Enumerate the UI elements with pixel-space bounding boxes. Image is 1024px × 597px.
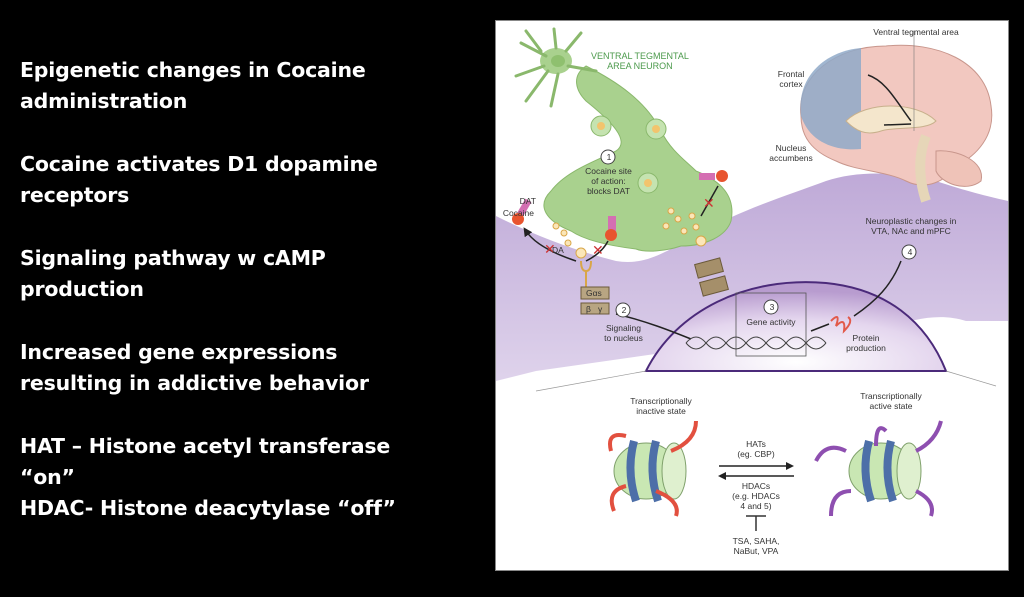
- dat-transporters: [512, 170, 728, 241]
- cocaine-label: Cocaine: [502, 208, 534, 218]
- gamma-label: γ: [598, 304, 603, 314]
- step4-label: Neuroplastic changes in VTA, NAc and mPF…: [865, 216, 957, 236]
- brain-vta-label: Ventral tegmental area: [873, 27, 959, 37]
- figure-artwork: ✕ ✕ ✕: [496, 27, 1008, 531]
- inactive-state-label: Transcriptionally inactive state: [630, 396, 692, 416]
- bullet-hat: HAT – Histone acetyl transferase “on”: [20, 434, 391, 489]
- brain-illustration: [800, 31, 993, 203]
- bullet-gene-expression: Increased gene expressions resulting in …: [20, 340, 369, 395]
- brain-frontal-label: Frontal cortex: [777, 69, 805, 89]
- bullet-epigenetic-changes: Epigenetic changes in Cocaine administra…: [20, 58, 366, 113]
- step2-label: Signaling to nucleus: [604, 323, 643, 343]
- nucleosome-active: [814, 420, 943, 517]
- dopamine-vesicles: [552, 207, 707, 259]
- g-protein-complex: [580, 257, 729, 315]
- step4-number: 4: [907, 247, 913, 257]
- step1-label: Cocaine site of action: blocks DAT: [585, 166, 632, 196]
- neuron-title: VENTRAL TEGMENTAL AREA NEURON: [591, 51, 689, 71]
- step3-label: Gene activity: [746, 317, 796, 327]
- blocked-x-top: ✕: [703, 195, 715, 211]
- blocked-x-right: ✕: [592, 242, 604, 258]
- hats-label: HATs (eg. CBP): [737, 439, 775, 459]
- dat-label: DAT: [519, 196, 536, 206]
- inhibitors-label: TSA, SAHA, NaBut, VPA: [732, 536, 780, 556]
- blocked-x-left: ✕: [544, 241, 556, 257]
- nucleus: [644, 281, 948, 372]
- perspective-line-left: [535, 370, 647, 392]
- beta-label: β: [586, 304, 591, 314]
- active-state-label: Transcriptionally active state: [860, 391, 922, 411]
- da-label: DA: [552, 245, 564, 255]
- bullet-d1-receptors: Cocaine activates D1 dopamine receptors: [20, 152, 378, 207]
- hdacs-label: HDACs (e.g. HDACs 4 and 5): [732, 481, 780, 511]
- bullet-camp-signaling: Signaling pathway w cAMP production: [20, 246, 326, 301]
- brain-nac-label: Nucleus accumbens: [769, 143, 813, 163]
- bullet-hdac: HDAC- Histone deacytylase “off”: [20, 496, 396, 520]
- galpha-label: Gαs: [586, 288, 602, 298]
- step-circles: [600, 149, 917, 318]
- perspective-line-right: [945, 370, 997, 387]
- dna-helix: [685, 336, 827, 350]
- bullet-list: Epigenetic changes in Cocaine administra…: [20, 55, 470, 524]
- protein-label: Protein production: [846, 333, 886, 353]
- step2-number: 2: [621, 305, 627, 315]
- cocaine-epigenetics-figure: ✕ ✕ ✕: [495, 20, 1009, 571]
- protein-squiggle: [830, 316, 852, 334]
- step3-number: 3: [769, 302, 775, 312]
- vta-neuron: [514, 27, 733, 252]
- gene-activity-box: [735, 292, 807, 357]
- step1-number: 1: [606, 152, 612, 162]
- nucleosome-inactive: [608, 420, 698, 517]
